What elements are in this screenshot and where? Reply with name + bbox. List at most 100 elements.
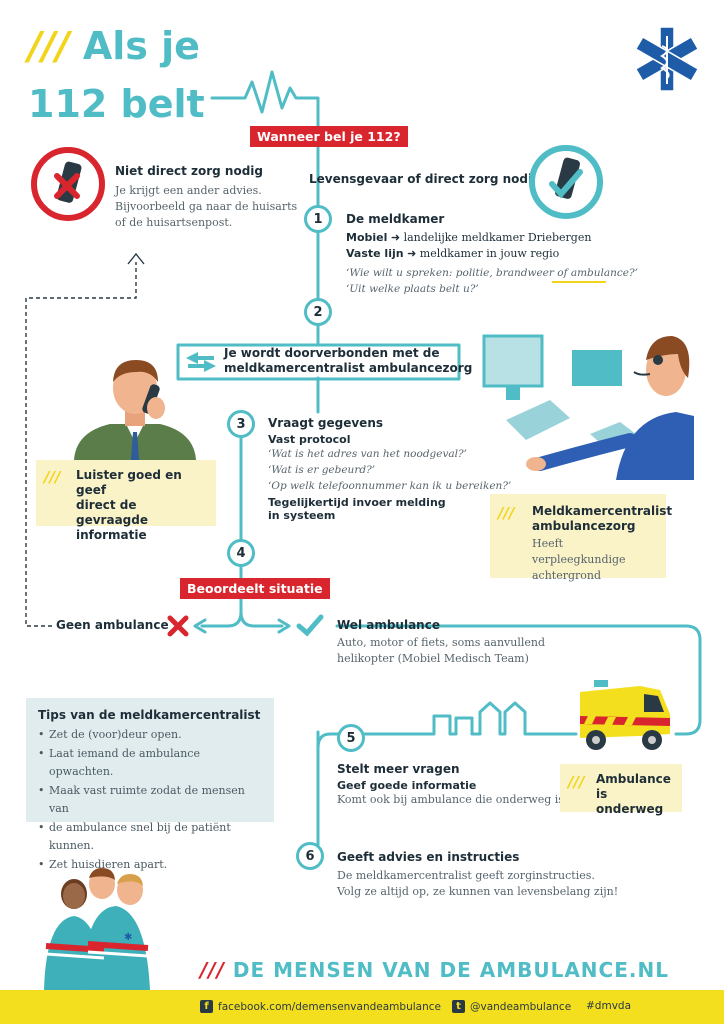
tips-item-continued: de ambulance snel bij de patiënt kunnen. <box>38 819 262 856</box>
assess-tag: Beoordeelt situatie <box>180 578 330 599</box>
arrow-icon: ➜ <box>407 247 417 260</box>
dispatcher-note-title-2: ambulancezorg <box>532 519 636 533</box>
step-3-block: Vraagt gegevens Vast protocol ‘Wat is he… <box>268 416 511 522</box>
ambulance-title: Wel ambulance <box>337 618 440 632</box>
step-1-q1-pre: ‘Wie wilt u spreken: politie, brandweer … <box>346 267 571 279</box>
step-1-question-2: ‘Uit welke plaats belt u?’ <box>346 283 479 295</box>
step-1-number: 1 <box>304 205 332 233</box>
step-3-extra-2: in systeem <box>268 509 336 522</box>
no-care-title: Niet direct zorg nodig <box>115 164 263 178</box>
dispatcher-note-slashes: /// <box>498 504 515 522</box>
caller-note-slashes: /// <box>44 468 61 486</box>
brand-text: DE MENSEN VAN DE AMBULANCE.NL <box>232 958 669 982</box>
step-1-title: De meldkamer <box>346 212 445 226</box>
dispatcher-note: /// Meldkamercentralist ambulancezorg He… <box>490 494 673 582</box>
no-ambulance-label: Geen ambulance <box>56 618 169 632</box>
ambulance-note-slashes: /// <box>568 773 585 791</box>
ambulance-text-2: helikopter (Mobiel Medisch Team) <box>337 652 529 665</box>
step-3-title: Vraagt gegevens <box>268 416 384 430</box>
paramedics-illustration: ✱ <box>44 868 150 990</box>
no-care-text-2: Bijvoorbeeld ga naar de huisarts <box>115 200 298 213</box>
caller-note-text-2: direct de gevraagde <box>76 498 148 527</box>
step-5-subtitle: Geef goede informatie <box>337 779 477 792</box>
no-phone-icon <box>31 147 105 221</box>
step-3-question-1: ‘Wat is het adres van het noodgeval?’ <box>268 448 467 460</box>
footer-hashtag[interactable]: #dmvda <box>586 1000 632 1012</box>
step-1-fixed: Vaste lijn ➜ meldkamer in jouw regio <box>346 246 638 262</box>
footer-bar: f facebook.com/demensenvandeambulance t … <box>0 990 724 1024</box>
question-tag: Wanneer bel je 112? <box>250 126 408 147</box>
footer-facebook[interactable]: f facebook.com/demensenvandeambulance <box>200 1000 441 1013</box>
title-block: /// Als je 112 belt <box>28 24 205 126</box>
step-2-number: 2 <box>304 298 332 326</box>
step-6-text-2: Volg ze altijd op, ze kunnen van levensb… <box>337 885 619 898</box>
no-care-text-1: Je krijgt een ander advies. <box>115 184 262 197</box>
step-5-number: 5 <box>337 724 365 752</box>
step-1-block: De meldkamer Mobiel ➜ landelijke meldkam… <box>346 212 638 297</box>
footer-twitter[interactable]: t @vandeambulance <box>452 1000 571 1013</box>
arrow-icon: ➜ <box>390 231 401 244</box>
step-2-text-1: Je wordt doorverbonden met de <box>224 346 440 360</box>
caller-note-text-3: informatie <box>76 528 147 542</box>
step-2-text-2: meldkamercentralist ambulancezorg <box>224 361 473 375</box>
step-1-fixed-label: Vaste lijn <box>346 247 404 260</box>
ambulance-text-1: Auto, motor of fiets, soms aanvullend <box>337 636 546 649</box>
step-5-block: Stelt meer vragen Geef goede informatie … <box>337 762 567 808</box>
step-3-subtitle: Vast protocol <box>268 433 351 446</box>
no-care-block: Niet direct zorg nodig Je krijgt een and… <box>115 164 297 231</box>
title-line-1: /// Als je <box>28 24 205 68</box>
svg-text:✱: ✱ <box>124 932 132 943</box>
check-icon <box>296 614 324 637</box>
step-1-q1-post: ’ <box>634 267 638 279</box>
title-line-2: 112 belt <box>28 82 205 126</box>
title-text-1: Als je <box>82 24 200 68</box>
step-1-question-1: ‘Wie wilt u spreken: politie, brandweer … <box>346 265 638 281</box>
ambulance-note-text-1: Ambulance <box>596 772 671 786</box>
phone-check-icon <box>529 145 603 219</box>
brand-line: /// DE MENSEN VAN DE AMBULANCE.NL <box>200 958 669 982</box>
step-3-question-2: ‘Wat is er gebeurd?’ <box>268 464 376 476</box>
dispatcher-illustration <box>482 334 694 480</box>
step-1-mobile: Mobiel ➜ landelijke meldkamer Driebergen <box>346 230 638 246</box>
tips-item: Maak vast ruimte zodat de mensen van <box>38 782 262 819</box>
step-4-number: 4 <box>227 539 255 567</box>
step-6-number: 6 <box>296 842 324 870</box>
step-5-title: Stelt meer vragen <box>337 762 460 776</box>
title-slashes: /// <box>28 24 70 68</box>
twitter-icon: t <box>452 1000 465 1013</box>
footer-twitter-text: @vandeambulance <box>470 1000 572 1013</box>
no-care-text-3: of de huisartsenpost. <box>115 216 233 229</box>
tips-item: Zet huisdieren apart. <box>38 856 262 875</box>
cross-icon <box>167 615 189 637</box>
dispatcher-note-text-1: Heeft verpleegkundige <box>532 537 626 566</box>
caller-note-text-1: Luister goed en geef <box>76 468 182 497</box>
step-6-title: Geeft advies en instructies <box>337 850 520 864</box>
step-3-question-3: ‘Op welk telefoonnummer kan ik u bereike… <box>268 480 512 492</box>
step-1-q1-highlight: ambulance? <box>570 267 635 279</box>
step-3-extra-1: Tegelijkertijd invoer melding <box>268 496 446 509</box>
tips-box: Tips van de meldkamercentralist Zet de (… <box>26 698 274 874</box>
transfer-icon <box>186 352 216 372</box>
step-3-number: 3 <box>227 410 255 438</box>
ambulance-note-text-2: is onderweg <box>596 787 664 816</box>
ambulance-vehicle-illustration <box>580 680 670 750</box>
footer-facebook-text: facebook.com/demensenvandeambulance <box>218 1000 441 1013</box>
tips-item: Zet de (voor)deur open. <box>38 726 262 745</box>
urgent-title: Levensgevaar of direct zorg nodig <box>309 172 541 186</box>
step-6-block: Geeft advies en instructies De meldkamer… <box>337 850 618 900</box>
tips-item: Laat iemand de ambulance opwachten. <box>38 745 262 782</box>
ambulance-block: Wel ambulance Auto, motor of fiets, soms… <box>337 618 545 667</box>
caller-illustration <box>74 360 196 460</box>
caller-note: /// Luister goed en geef direct de gevra… <box>36 460 216 542</box>
step-1-mobile-label: Mobiel <box>346 231 388 244</box>
facebook-icon: f <box>200 1000 213 1013</box>
step-2-block: Je wordt doorverbonden met de meldkamerc… <box>224 346 472 376</box>
tips-list: Zet de (voor)deur open. Laat iemand de a… <box>38 726 262 874</box>
brand-slashes: /// <box>200 958 225 982</box>
ambulance-note: /// Ambulance is onderweg <box>560 764 682 816</box>
dispatcher-note-title-1: Meldkamercentralist <box>532 504 673 518</box>
step-6-text-1: De meldkamercentralist geeft zorginstruc… <box>337 869 595 882</box>
star-of-life-icon <box>634 26 700 92</box>
step-1-fixed-text: meldkamer in jouw regio <box>419 247 560 260</box>
